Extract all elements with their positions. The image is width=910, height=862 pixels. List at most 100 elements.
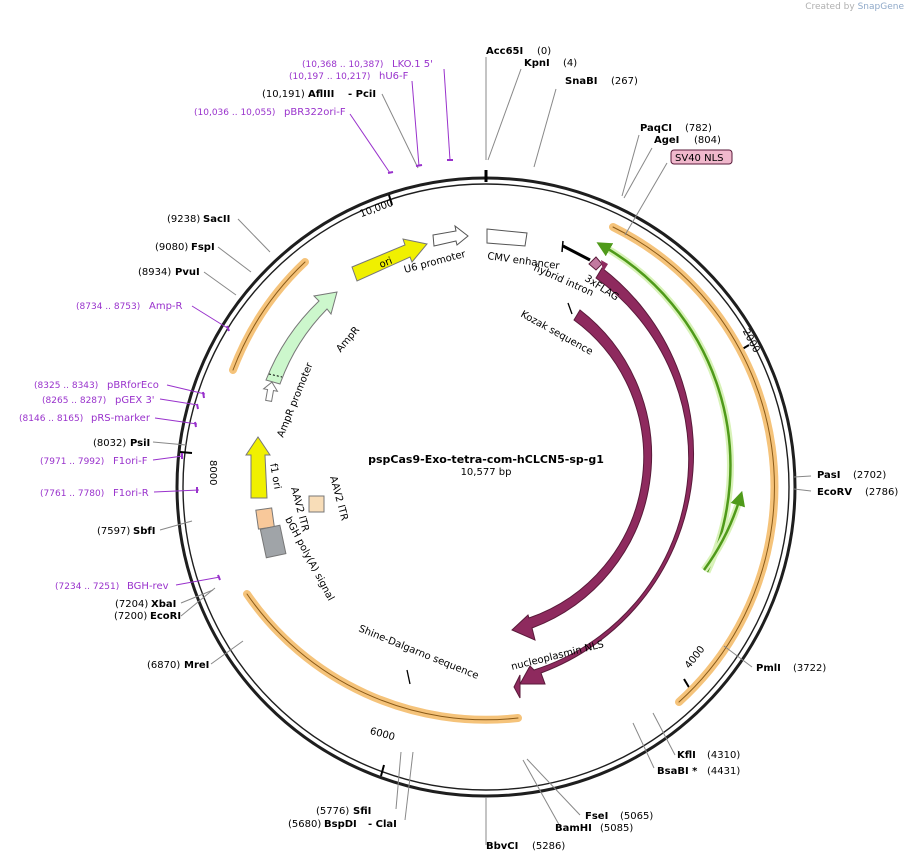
site-pmli: PmlI: [756, 663, 781, 674]
site-bsabi: BsaBI *: [657, 766, 698, 777]
bgh-polya-box[interactable]: [259, 524, 287, 559]
site-leaders: [152, 57, 812, 845]
site-agei-pos: (804): [694, 135, 721, 146]
primer-pgex-range: (8265 .. 8287): [42, 396, 106, 406]
green-arrows: [596, 242, 746, 574]
nucleoplasmin-arrow[interactable]: [513, 674, 521, 699]
primer-ampr: Amp-R: [149, 301, 183, 312]
flag-features: [561, 240, 608, 272]
primer-bghrev-range: (7234 .. 7251): [55, 582, 119, 592]
site-xbai-pos: (7204): [115, 599, 148, 610]
primer-f1orif: F1ori-F: [113, 456, 148, 467]
primer-pbrforeco-range: (8325 .. 8343): [34, 381, 98, 391]
site-pvui-pos: (8934): [138, 267, 171, 278]
site-afliii: AflIII: [308, 89, 334, 100]
site-paqci: PaqCI: [640, 123, 672, 134]
credit-prefix: Created by: [805, 2, 855, 12]
primer-hu6f: hU6-F: [379, 71, 409, 82]
primer-lko1-range: (10,368 .. 10,387): [302, 60, 383, 70]
site-bspdi: BspDI: [324, 819, 357, 830]
snapgene-logo-text: SnapGene: [857, 2, 904, 12]
site-kpni: KpnI: [524, 58, 550, 69]
site-bamhi: BamHI: [555, 823, 592, 834]
site-acc65i: Acc65I: [486, 46, 523, 57]
u6-promoter-arrow[interactable]: [432, 224, 469, 247]
ruler-label-4000: 4000: [683, 644, 707, 671]
plasmid-size: 10,577 bp: [461, 467, 512, 478]
plasmid-name: pspCas9-Exo-tetra-com-hCLCN5-sp-g1: [368, 453, 604, 466]
site-paqci-pos: (782): [685, 123, 712, 134]
primer-ampr-range: (8734 .. 8753): [76, 302, 140, 312]
site-ecorv-pos: (2786): [865, 487, 898, 498]
primer-pbr322-range: (10,036 .. 10,055): [194, 108, 275, 118]
primer-pgex: pGEX 3': [115, 395, 155, 406]
primer-lko1: LKO.1 5': [392, 59, 433, 70]
cas9-label-outer: Cas9: [705, 492, 722, 519]
site-kpni-pos: (4): [563, 58, 577, 69]
site-pmli-pos: (3722): [793, 663, 826, 674]
site-afliii-pos: (10,191): [262, 89, 305, 100]
site-pasi: PasI: [817, 470, 840, 481]
site-psii-pos: (8032): [93, 438, 126, 449]
cmv-enhancer-box[interactable]: [486, 228, 528, 247]
site-fspi-pos: (9080): [155, 242, 188, 253]
site-fspi: FspI: [191, 242, 215, 253]
site-sacii: SacII: [203, 214, 230, 225]
primer-hu6f-range: (10,197 .. 10,217): [289, 72, 370, 82]
ampr-arrow[interactable]: [265, 291, 338, 385]
primer-f1orir: F1ori-R: [113, 488, 149, 499]
orange-bands: [229, 223, 779, 724]
site-snabi: SnaBI: [565, 76, 597, 87]
primer-f1orir-range: (7761 .. 7780): [40, 489, 104, 499]
ruler-label-8000: 8000: [207, 460, 218, 485]
ori-arrow[interactable]: [351, 238, 428, 282]
aav2-itr-box-right[interactable]: [308, 495, 325, 513]
site-kfli-pos: (4310): [707, 750, 740, 761]
site-sfii-pos: (5776): [316, 806, 349, 817]
cas9-inner-arrow[interactable]: [511, 309, 653, 641]
cas9-outer-arrow[interactable]: [519, 267, 695, 685]
ruler-label-6000: 6000: [369, 726, 396, 743]
site-ecorv: EcoRV: [817, 487, 852, 498]
primer-ticks: [181, 159, 453, 581]
shine-mark: [406, 669, 411, 685]
site-labels-left: (5776) SfiI (5680) BspDI - ClaI (6870) M…: [93, 89, 397, 830]
primer-leaders: [152, 68, 451, 586]
f1-ori-label: f1 ori: [267, 463, 282, 491]
ampr-promoter-arrow[interactable]: [262, 381, 279, 402]
site-acc65i-pos: (0): [537, 46, 551, 57]
site-pasi-pos: (2702): [853, 470, 886, 481]
site-labels-right: Acc65I (0) KpnI (4) SnaBI (267) PaqCI (7…: [486, 46, 898, 852]
f1-ori-arrow[interactable]: [245, 436, 271, 499]
site-bamhi-pos: (5085): [600, 823, 633, 834]
site-bbvci: BbvCI: [486, 841, 518, 852]
site-ecori: EcoRI: [150, 611, 181, 622]
site-ecori-pos: (7200): [114, 611, 147, 622]
primer-pbrforeco: pBRforEco: [107, 380, 159, 391]
site-agei: AgeI: [654, 135, 679, 146]
site-clai: - ClaI: [368, 819, 397, 830]
primer-prs-range: (8146 .. 8165): [19, 414, 83, 424]
sv40-nls-badge[interactable]: [670, 149, 733, 165]
site-snabi-pos: (267): [611, 76, 638, 87]
cas9-label-inner: Cas9: [653, 474, 668, 500]
site-mrei: MreI: [184, 660, 209, 671]
primer-labels: (10,368 .. 10,387) LKO.1 5' (10,197 .. 1…: [19, 59, 433, 592]
site-sbfi-pos: (7597): [97, 526, 130, 537]
site-fsei-pos: (5065): [620, 811, 653, 822]
aav2-itr-box-left[interactable]: [255, 507, 275, 530]
site-pcii: - PciI: [348, 89, 376, 100]
site-psii: PsiI: [130, 438, 150, 449]
ori-label: ori: [378, 256, 394, 271]
site-sfii: SfiI: [353, 806, 371, 817]
site-bbvci-pos: (5286): [532, 841, 565, 852]
ruler-label-10000: 10,000: [358, 198, 395, 220]
site-bsabi-pos: (4431): [707, 766, 740, 777]
site-mrei-pos: (6870): [147, 660, 180, 671]
primer-prs: pRS-marker: [91, 413, 151, 424]
primer-f1orif-range: (7971 .. 7992): [40, 457, 104, 467]
site-pvui: PvuI: [175, 267, 200, 278]
site-fsei: FseI: [585, 811, 608, 822]
kozak-mark: [567, 302, 573, 315]
site-sbfi: SbfI: [133, 526, 155, 537]
